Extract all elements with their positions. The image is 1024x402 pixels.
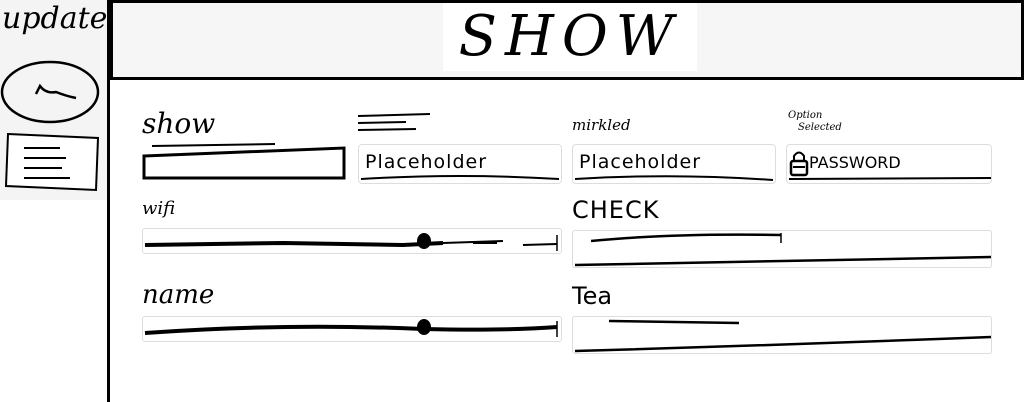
option-selected-label-1: Option [788, 110, 823, 121]
placeholder-2-text: Placeholder [579, 151, 702, 173]
page-title: SHOW [458, 4, 682, 69]
password-field[interactable]: PASSWORD [786, 144, 992, 184]
tea-field[interactable] [572, 316, 992, 354]
option-selected-label-2: Selected [798, 122, 842, 133]
tea-field-scribble [574, 319, 992, 353]
check-label: CHECK [572, 196, 660, 224]
tea-label: Tea [572, 282, 613, 310]
name-slider-thumb[interactable] [417, 319, 431, 335]
name-label: name [142, 280, 215, 310]
password-text: PASSWORD [809, 153, 901, 172]
show-label: show [142, 107, 216, 140]
header: SHOW [110, 0, 1024, 80]
placeholder-input-2[interactable]: Placeholder [572, 144, 776, 184]
wifi-slider-thumb[interactable] [417, 233, 431, 249]
sidebar-title[interactable]: update [2, 1, 108, 36]
lock-icon [789, 149, 809, 177]
name-slider[interactable] [142, 316, 562, 342]
wifi-slider[interactable] [142, 228, 562, 254]
wifi-label: wifi [142, 198, 176, 219]
show-underline [151, 143, 276, 147]
document-icon[interactable] [0, 128, 104, 196]
mirkled-label: mirkled [572, 116, 631, 134]
chat-bubble-icon[interactable] [0, 56, 104, 124]
short-lines-label-icon [357, 113, 431, 131]
sidebar: update [0, 0, 110, 402]
check-field[interactable] [572, 230, 992, 268]
placeholder-1-text: Placeholder [365, 151, 488, 173]
check-field-scribble [574, 233, 992, 267]
header-title-box: SHOW [443, 3, 697, 71]
show-input[interactable] [142, 142, 348, 182]
wifi-slider-track [144, 235, 558, 251]
placeholder-input-1[interactable]: Placeholder [358, 144, 562, 184]
name-slider-track [144, 321, 558, 337]
